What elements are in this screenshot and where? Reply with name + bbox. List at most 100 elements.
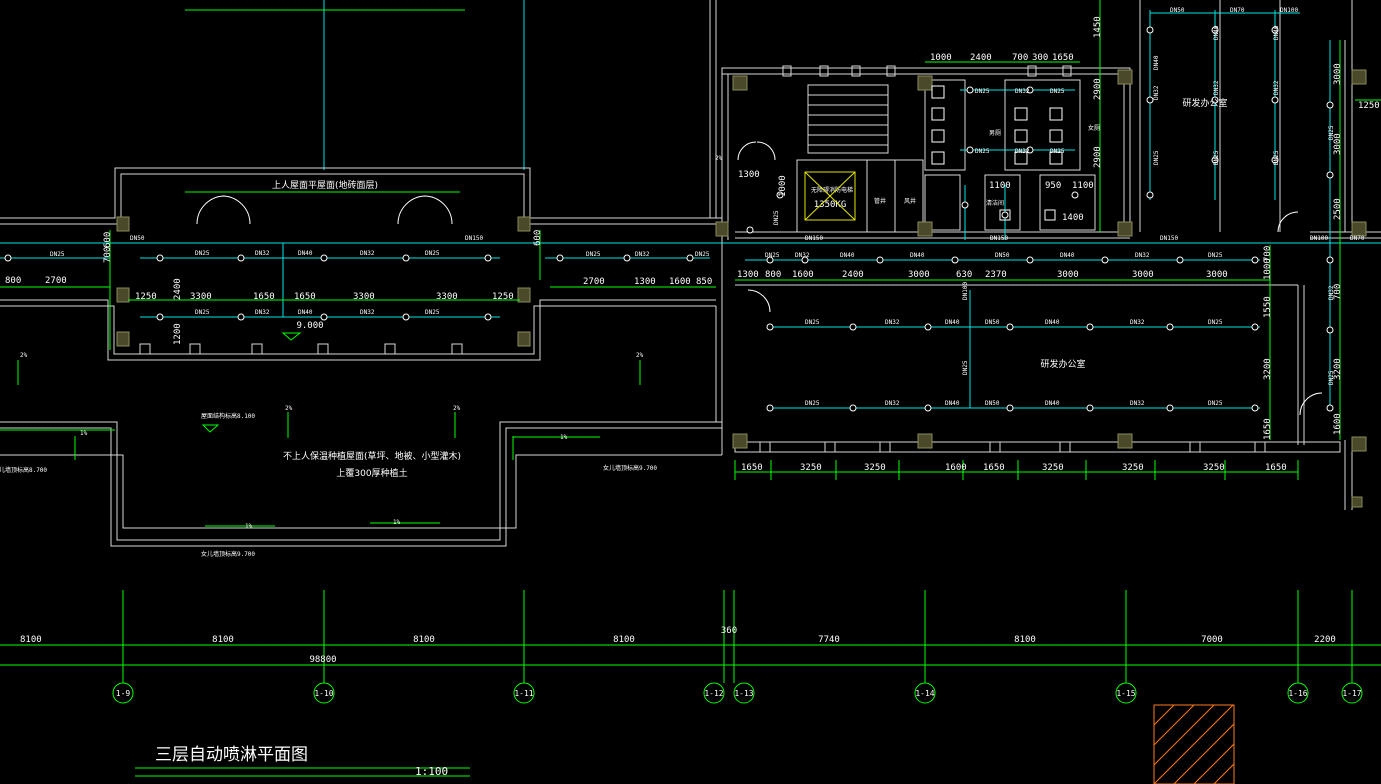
axis-spacing: 8100	[613, 635, 635, 645]
svg-text:DN40: DN40	[840, 252, 855, 259]
svg-text:DN32: DN32	[1273, 80, 1280, 95]
svg-text:DN32: DN32	[885, 319, 900, 326]
axis-grid	[0, 0, 1381, 704]
svg-text:DN150: DN150	[465, 235, 483, 242]
svg-text:DN40: DN40	[1213, 25, 1220, 40]
svg-text:DN32: DN32	[1328, 285, 1335, 300]
axis-label: 1-12	[704, 689, 723, 698]
svg-text:DN32: DN32	[635, 251, 650, 258]
svg-text:1000: 1000	[930, 53, 952, 63]
svg-text:3250: 3250	[864, 463, 886, 473]
wall-posts	[139, 65, 1266, 453]
svg-text:DN25: DN25	[1273, 150, 1280, 165]
storage-label: 清洁间	[986, 199, 1004, 207]
svg-text:DN150: DN150	[805, 235, 823, 242]
svg-text:1100: 1100	[989, 181, 1011, 191]
svg-text:DN50: DN50	[985, 319, 1000, 326]
svg-text:DN25: DN25	[586, 251, 601, 258]
svg-text:3200: 3200	[1333, 358, 1343, 380]
elevator-capacity: 1350KG	[814, 200, 847, 210]
roof-upper-label: 上人屋面平屋面(地砖面层)	[272, 179, 378, 191]
dimension-text: 800 2700 1250 3300 1650 1650 3300 3300 1…	[5, 53, 1380, 530]
axis-label: 1-14	[915, 689, 934, 698]
drawing-title: 三层自动喷淋平面图	[155, 745, 308, 765]
toilet-label: 男厕	[989, 130, 1001, 137]
svg-text:DN25: DN25	[195, 309, 210, 316]
svg-text:DN25: DN25	[1153, 150, 1160, 165]
svg-text:1100: 1100	[1072, 181, 1094, 191]
svg-text:DN32: DN32	[885, 400, 900, 407]
axis-spacing: 8100	[212, 635, 234, 645]
svg-text:1650: 1650	[983, 463, 1005, 473]
svg-text:DN32: DN32	[255, 309, 270, 316]
svg-text:DN25: DN25	[1208, 319, 1223, 326]
drawing-scale: 1:100	[415, 765, 448, 778]
svg-text:DN40: DN40	[1045, 400, 1060, 407]
svg-text:1600: 1600	[1333, 413, 1343, 435]
svg-text:DN50: DN50	[995, 252, 1010, 259]
svg-text:DN50: DN50	[130, 235, 145, 242]
axis-spacing: 2200	[1314, 635, 1336, 645]
svg-text:DN50: DN50	[985, 400, 1000, 407]
svg-text:DN40: DN40	[910, 252, 925, 259]
axis-total: 98800	[309, 655, 336, 665]
svg-text:DN25: DN25	[975, 88, 990, 95]
svg-text:700: 700	[1263, 246, 1273, 262]
axis-label: 1-9	[116, 689, 131, 698]
svg-text:3300: 3300	[190, 292, 212, 302]
axis-spacing: 8100	[1014, 635, 1036, 645]
svg-text:700: 700	[1012, 53, 1028, 63]
svg-text:3000: 3000	[1057, 270, 1079, 280]
svg-text:DN32: DN32	[795, 252, 810, 259]
doors	[196, 141, 1323, 416]
pipe-labels: DN50 DN25 DN32 DN40 DN32 DN25 DN25 DN32 …	[50, 7, 1365, 407]
svg-text:DN40: DN40	[1273, 25, 1280, 40]
svg-text:DN32: DN32	[255, 250, 270, 257]
axis-spacing: 7000	[1201, 635, 1223, 645]
svg-text:1200: 1200	[173, 323, 183, 345]
svg-text:DN32: DN32	[1130, 319, 1145, 326]
office-main-label: 研发办公室	[1040, 358, 1085, 370]
svg-text:3300: 3300	[436, 292, 458, 302]
svg-text:2%: 2%	[453, 405, 461, 412]
svg-text:2700: 2700	[583, 277, 605, 287]
svg-text:3000: 3000	[1333, 133, 1343, 155]
svg-text:DN25: DN25	[773, 210, 780, 225]
axis-label: 1-11	[514, 689, 533, 698]
toilet-fixtures	[804, 85, 1063, 221]
svg-text:1550: 1550	[1263, 296, 1273, 318]
svg-text:DN32: DN32	[1130, 400, 1145, 407]
svg-text:DN32: DN32	[1213, 80, 1220, 95]
svg-text:3000: 3000	[1132, 270, 1154, 280]
svg-text:1650: 1650	[741, 463, 763, 473]
svg-text:1600: 1600	[792, 270, 814, 280]
elevation-marker	[281, 332, 302, 341]
svg-text:1%: 1%	[245, 523, 253, 530]
svg-text:DN40: DN40	[945, 400, 960, 407]
elevation-marker	[201, 424, 220, 433]
columns	[116, 69, 1367, 508]
svg-text:1250: 1250	[492, 292, 514, 302]
svg-text:DN25: DN25	[425, 309, 440, 316]
svg-text:850: 850	[696, 277, 712, 287]
svg-text:3250: 3250	[1122, 463, 1144, 473]
svg-text:DN25: DN25	[1328, 125, 1335, 140]
svg-text:2500: 2500	[1333, 198, 1343, 220]
svg-text:DN32: DN32	[360, 250, 375, 257]
svg-text:DN32: DN32	[360, 309, 375, 316]
svg-text:DN25: DN25	[962, 360, 969, 375]
svg-text:1%: 1%	[393, 519, 401, 526]
svg-text:1%: 1%	[560, 434, 568, 441]
roof-lower-label: 不上人保温种植屋面(草坪、地被、小型灌木)	[283, 450, 461, 462]
svg-text:2400: 2400	[842, 270, 864, 280]
svg-text:2900: 2900	[1093, 78, 1103, 100]
svg-text:1300: 1300	[738, 170, 760, 180]
svg-text:DN25: DN25	[195, 250, 210, 257]
svg-text:1450: 1450	[1093, 16, 1103, 38]
elevation-label: 屋面结构标高8.100	[201, 412, 255, 420]
svg-text:700: 700	[1333, 284, 1343, 300]
axis-labels: 1-9 1-10 1-11 1-12 1-13 1-14 1-15 1-16 1…	[20, 626, 1362, 698]
svg-text:1650: 1650	[1052, 53, 1074, 63]
svg-text:DN25: DN25	[50, 251, 65, 258]
